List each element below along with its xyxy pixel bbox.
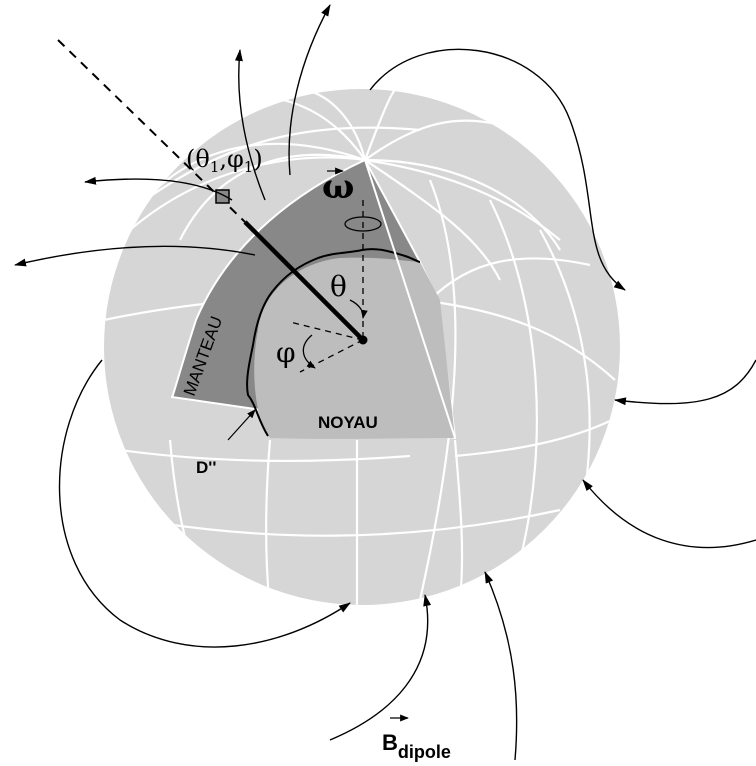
core-section (254, 257, 455, 439)
wedge-edge (364, 159, 456, 439)
field-line-9 (329, 594, 432, 741)
phi-arc (302, 334, 316, 369)
field-line-3 (84, 176, 233, 201)
d-double-prime-label: D'' (196, 458, 216, 477)
magnetic-field-lines (14, 4, 756, 761)
axis-construction (57, 39, 382, 373)
phi-label: φ (276, 336, 296, 369)
theta-label: θ (330, 270, 347, 303)
omega-label: ω (322, 167, 354, 207)
center-point (358, 335, 368, 345)
vector-arrows (327, 167, 409, 722)
field-line-6 (614, 359, 756, 406)
rotation-ellipse (344, 216, 382, 232)
field-line-2 (234, 49, 266, 201)
field-line-5 (369, 48, 626, 291)
observation-line-dashed (57, 39, 246, 223)
theta-arc (349, 299, 368, 319)
field-line-7 (582, 479, 756, 549)
field-line-4 (14, 245, 256, 267)
observation-line (243, 220, 365, 342)
coords-label: (θ1,φ1) (186, 145, 263, 176)
b-dipole-label: Bdipole (382, 730, 451, 762)
phi-ref-line-1 (289, 321, 364, 341)
field-line-10 (484, 571, 518, 761)
d-double-prime-pointer (227, 409, 256, 441)
core-label: NOYAU (318, 413, 378, 432)
field-line-1 (288, 4, 331, 176)
earth-sphere (104, 89, 620, 605)
field-line-8 (58, 359, 351, 648)
